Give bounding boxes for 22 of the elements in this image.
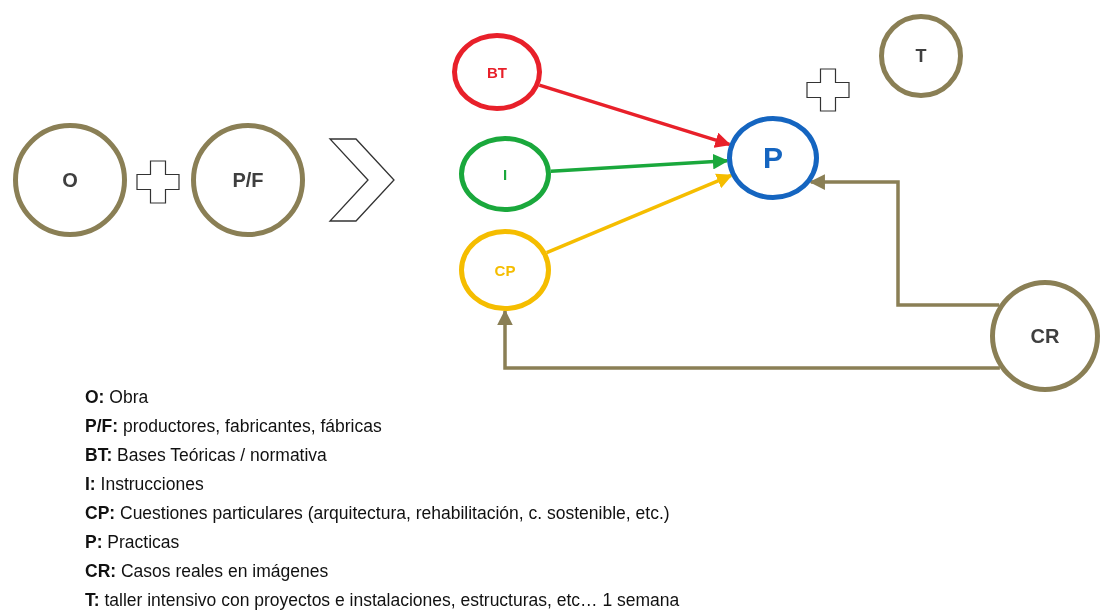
node-label: BT xyxy=(487,63,507,81)
legend-text: BT: Bases Teóricas / normativa xyxy=(85,445,327,466)
arrow xyxy=(545,173,733,255)
chevron-arrow xyxy=(328,138,395,222)
legend-text: T: taller intensivo con proyectos e instalaciones, estructuras, etc… 1 semana xyxy=(85,590,680,611)
arrow xyxy=(538,83,731,148)
legend-text: CP: Cuestiones particulares (arquitectura, rehabilitación, c. sostenible, etc.) xyxy=(85,503,670,524)
legend-text: I: Instrucciones xyxy=(85,474,204,495)
node-label: T xyxy=(915,45,927,67)
legend-text: O: Obra xyxy=(85,387,149,408)
node-label: P/F xyxy=(232,168,264,192)
legend-text: CR: Casos reales en imágenes xyxy=(85,561,329,582)
arrow xyxy=(497,309,1000,370)
node-label: P xyxy=(763,141,783,175)
arrow xyxy=(809,174,1000,307)
legend-text: P: Practicas xyxy=(85,532,180,553)
node-label: O xyxy=(62,168,78,192)
node-label: CR xyxy=(1030,324,1060,348)
node-label: CP xyxy=(494,261,516,279)
legend-text: P/F: productores, fabricantes, fábricas xyxy=(85,416,382,437)
node-label: I xyxy=(502,165,508,183)
arrow xyxy=(550,153,729,173)
